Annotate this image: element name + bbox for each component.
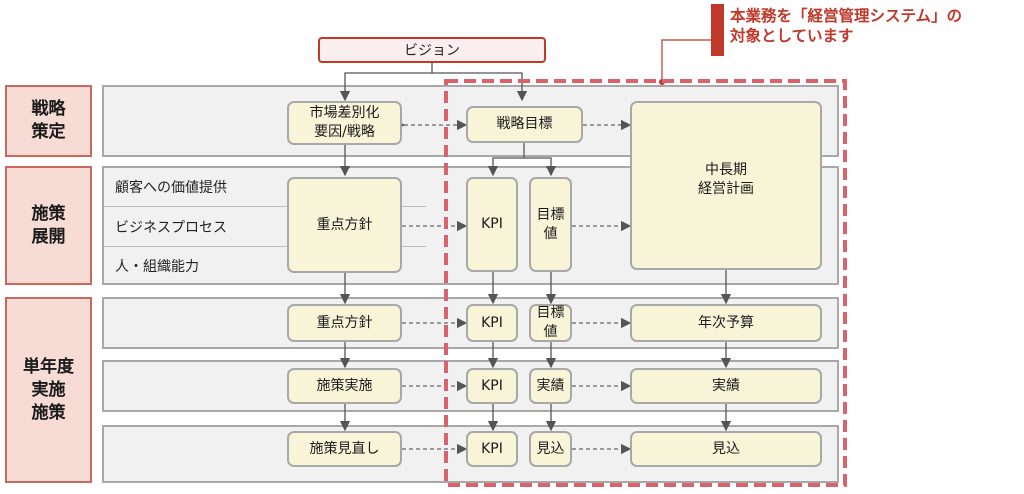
section-strategy-line2: 策定 [31,122,66,142]
section-annual-line1: 単年度 [23,356,74,377]
node-kpi-review: KPI [466,431,518,467]
section-annual: 単年度実施施策 [5,297,92,483]
scope-note-line2: 対象としています [730,27,854,45]
section-deployment: 施策展開 [5,166,92,285]
node-annual-budget: 年次予算 [630,304,822,342]
node-midterm-plan: 中長期経営計画 [630,101,822,270]
node-kpi-implementation: KPI [466,368,518,404]
section-strategy-line1: 戦略 [31,99,66,119]
node-kpi-annual-focus: KPI [466,304,518,342]
node-kpi-deployment: KPI [466,177,518,272]
row-divider [104,246,426,247]
node-forecast-large: 見込 [630,431,822,467]
row-label-customer-value: 顧客への価値提供 [115,180,227,196]
node-target-value-annual: 目標値 [529,304,572,342]
node-actual-small: 実績 [529,368,572,404]
node-strategic-goal: 戦略目標 [466,106,583,143]
node-review: 施策見直し [287,431,402,467]
node-forecast-small: 見込 [529,431,572,467]
node-market-differentiation-line2: 要因/戦略 [314,124,375,140]
row-label-people-org: 人・組織能力 [115,259,199,275]
node-focus-policy-deployment: 重点方針 [287,177,402,273]
scope-note-line1: 本業務を「経営管理システム」の [730,7,963,25]
node-market-differentiation: 市場差別化要因/戦略 [287,101,402,145]
row-label-business-process: ビジネスプロセス [115,220,227,236]
node-actual-large: 実績 [630,368,822,404]
node-market-differentiation-line1: 市場差別化 [309,105,380,121]
scope-note: 本業務を「経営管理システム」の 対象としています [730,6,962,46]
vision-box: ビジョン [318,37,546,63]
row-divider [104,206,426,207]
section-annual-line2: 実施 [31,379,66,400]
node-target-value-deployment: 目標値 [529,177,572,272]
note-marker [711,4,724,56]
section-annual-line3: 施策 [31,402,66,423]
section-strategy: 戦略策定 [5,85,92,157]
node-focus-policy-annual: 重点方針 [287,304,402,342]
node-midterm-plan-line1: 中長期 [705,162,747,178]
node-midterm-plan-line2: 経営計画 [698,181,754,197]
section-deployment-line2: 展開 [31,226,66,247]
node-implementation: 施策実施 [287,368,402,404]
section-deployment-line1: 施策 [31,203,66,224]
